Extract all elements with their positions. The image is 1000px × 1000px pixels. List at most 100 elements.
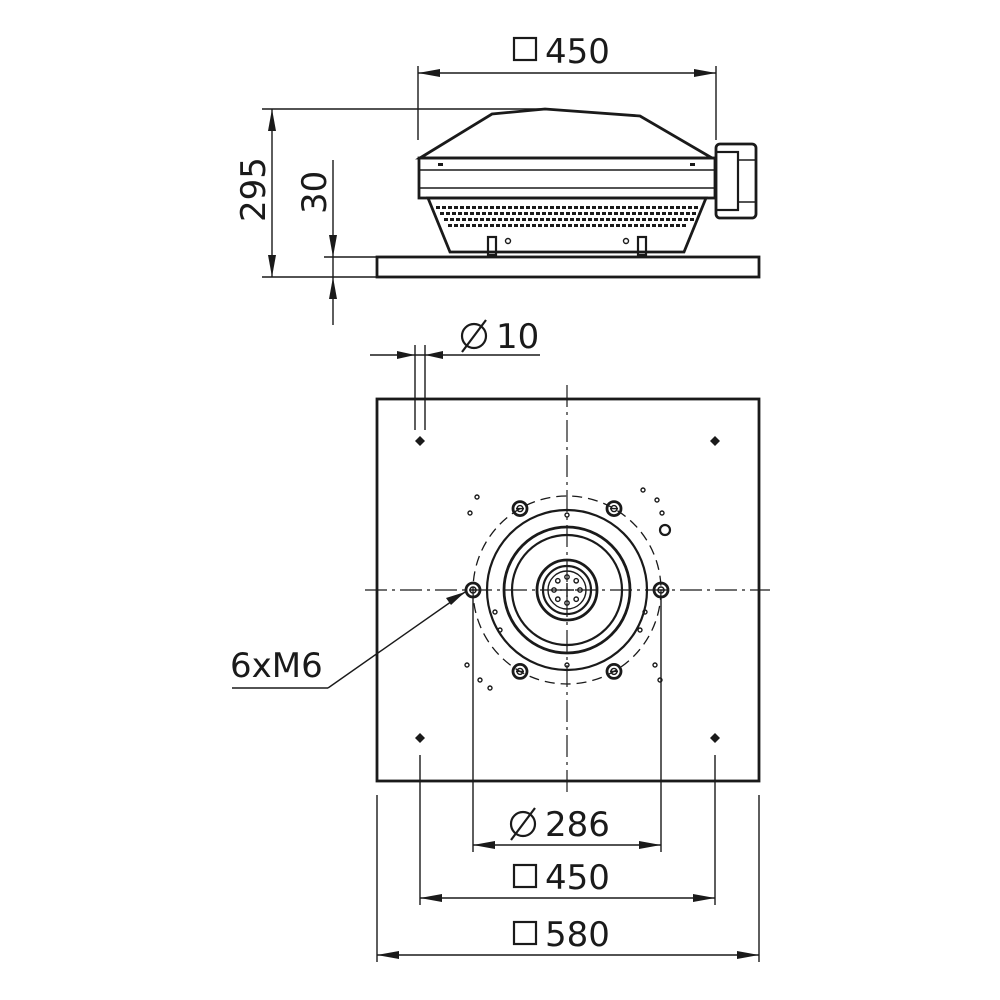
outer-square-dimension: 580 [512, 915, 610, 955]
grille-slot [490, 206, 494, 209]
housing-ring-inner [510, 533, 624, 647]
grille-slot [632, 212, 636, 215]
grille-slot [512, 212, 516, 215]
small-hole [640, 487, 646, 493]
small-hole [477, 677, 483, 683]
grille-slot [506, 212, 510, 215]
grille-slot [672, 218, 676, 221]
small-hole [497, 627, 503, 633]
grille-slot [538, 224, 542, 227]
m6-bolt-hole [605, 663, 623, 680]
grille-slot [528, 218, 532, 221]
grille-slot [664, 224, 668, 227]
grille-slot [526, 206, 530, 209]
grille-slot [630, 218, 634, 221]
small-hole [637, 627, 643, 633]
grille-slot [482, 212, 486, 215]
bolt-circle-dimension: 286 [509, 805, 610, 845]
grille-slot [490, 224, 494, 227]
m6-bolt-holes [464, 500, 670, 680]
grille-slot [596, 212, 600, 215]
hub-hole [554, 577, 561, 584]
m6-bolt-hole [464, 581, 482, 599]
grille-slot [634, 224, 638, 227]
grille-slot [662, 212, 666, 215]
hub-hole [551, 587, 557, 593]
grille-slot [502, 206, 506, 209]
grille-slot [566, 212, 570, 215]
grille-slot [646, 206, 650, 209]
small-hole [652, 662, 658, 668]
grille-slot [532, 206, 536, 209]
grille-slot [436, 206, 440, 209]
grille-slot [600, 218, 604, 221]
grille-slot [638, 212, 642, 215]
side-flange-label: 30 [295, 171, 335, 214]
grille-slot [462, 218, 466, 221]
grille-slot [610, 224, 614, 227]
hub-hole [577, 587, 583, 593]
m6-bolt-hole [511, 663, 529, 680]
grille-slot [658, 206, 662, 209]
grille-slot [652, 206, 656, 209]
grille-slot [604, 224, 608, 227]
small-hole [464, 662, 470, 668]
grille-slot [442, 206, 446, 209]
outer-square-label: 580 [545, 915, 610, 955]
grille-slot [478, 224, 482, 227]
grille-slot [648, 218, 652, 221]
grille-slot [568, 206, 572, 209]
small-hole [564, 512, 570, 518]
corner-hole-bottom-right [710, 733, 720, 743]
grille-slot [602, 212, 606, 215]
grille-slot [654, 218, 658, 221]
m6-bolt-hole [605, 500, 623, 517]
grille-slot [478, 206, 482, 209]
corner-hole-bottom-left [415, 733, 425, 743]
grille-slot [552, 218, 556, 221]
grille-slot [508, 206, 512, 209]
grille-slot [522, 218, 526, 221]
grille-slot [582, 218, 586, 221]
terminal-box [714, 142, 758, 220]
grille-slot [466, 206, 470, 209]
grille-slot [656, 212, 660, 215]
grille-slot [504, 218, 508, 221]
grille-slot [548, 212, 552, 215]
small-hole [659, 510, 665, 516]
grille-slot [468, 218, 472, 221]
grille-slot [670, 224, 674, 227]
grille-slot [472, 224, 476, 227]
grille-slot [446, 212, 450, 215]
small-hole [467, 510, 473, 516]
grille-slot [534, 218, 538, 221]
grille-slot [508, 224, 512, 227]
bolt-circle-label: 286 [545, 805, 610, 845]
grille-slot [550, 224, 554, 227]
grille-slot [456, 218, 460, 221]
side-width-label: 450 [545, 32, 610, 72]
grille-slot [658, 224, 662, 227]
grille-slot [532, 224, 536, 227]
grille-slot [544, 224, 548, 227]
grille-slot [682, 206, 686, 209]
grille-slot [682, 224, 686, 227]
grille-slot [502, 224, 506, 227]
grille-slot [476, 212, 480, 215]
grille-slot [464, 212, 468, 215]
mounting-label: 6xM6 [230, 646, 323, 686]
grille-slot [542, 212, 546, 215]
grille-slot [660, 218, 664, 221]
small-hole [492, 609, 498, 615]
side-height-label: 295 [234, 157, 274, 222]
grille-slot [492, 218, 496, 221]
grille-slot [546, 218, 550, 221]
grille-slot [580, 224, 584, 227]
grille-slot [610, 206, 614, 209]
fan-housing [417, 156, 717, 200]
grille-slot [650, 212, 654, 215]
grille-slot [616, 206, 620, 209]
grille-slot [668, 212, 672, 215]
grille-slot [526, 224, 530, 227]
grille-slot [670, 206, 674, 209]
